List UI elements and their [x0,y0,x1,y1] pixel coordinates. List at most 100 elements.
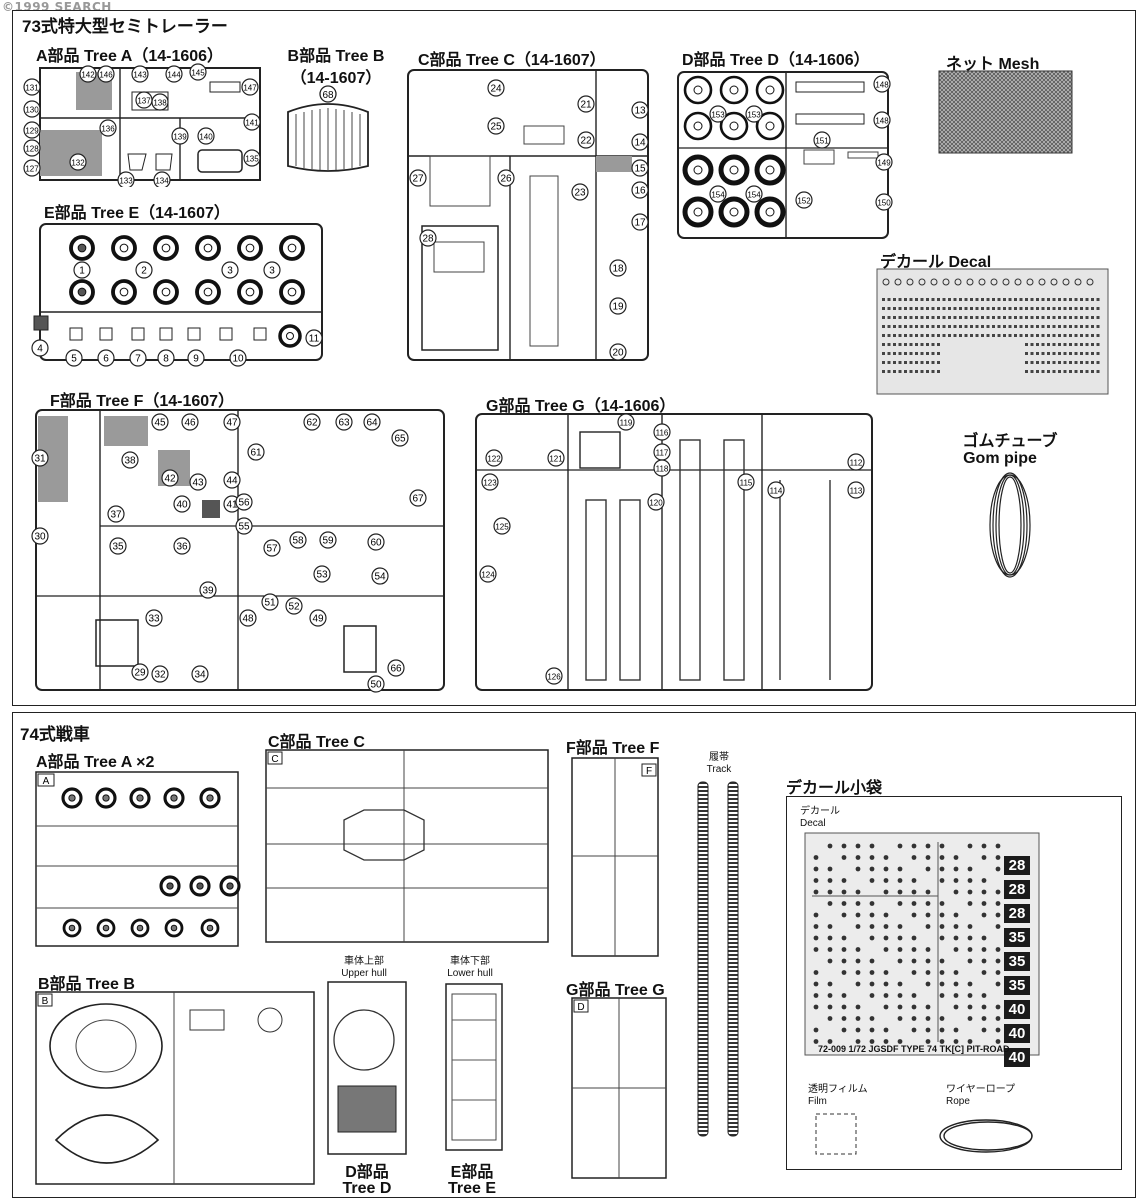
decal-mark [939,1027,945,1033]
tree-c-part-23-marker [571,183,589,201]
decal-mark [981,1016,987,1021]
decal-mark [981,912,987,918]
decal-mark [937,325,940,328]
decal-mark [883,981,889,987]
tree-f-part-62-marker [303,413,321,431]
decal-mark [1047,334,1050,337]
decal-mark [1074,307,1078,310]
decal-mark [1058,316,1061,319]
decal-mark [1041,334,1045,337]
decal-mark [1036,325,1039,328]
decal-mark [1014,316,1017,319]
decal-mark [981,970,987,975]
decal-mark [930,278,938,286]
tree-c-part-18: 18 [612,264,624,275]
tree-a-part-143: 143 [133,71,147,80]
tree-a-part-135-marker [243,149,261,167]
tree-f-part-55-marker [235,517,253,535]
tree-a-part-146: 146 [99,71,113,80]
decal-mark [1003,316,1006,319]
decal-mark [997,298,1001,301]
decal-mark [995,889,1001,895]
tree-f-part-31-marker [31,449,49,467]
decal-mark [1096,361,1100,364]
tree-f-part-37: 37 [110,510,122,521]
decal-mark [827,901,833,906]
decal-mark [939,993,945,998]
tree-a-part-138-marker [151,93,169,111]
decal-mark [939,843,945,849]
tree-a-part-147-marker [241,78,259,96]
tree-c-part-27: 27 [412,174,424,185]
tree-g-part-116-marker [653,423,671,441]
tree-e-part-4: 4 [37,344,43,355]
decal-mark [937,334,940,337]
decal-mark [1063,361,1067,364]
tree-a-part-140-marker [197,127,215,145]
tree-a-part-128-marker [23,139,41,157]
tree-c-part-17: 17 [634,218,646,229]
wheel-hub [136,924,144,932]
upper-hull-label-en: Upper hull [341,968,387,979]
mesh-label: ネット Mesh [946,56,1040,73]
decal-mark [948,298,951,301]
decal-mark [897,958,903,964]
tank-tree-b-sprue: B [35,991,315,1185]
decal-mark [1080,307,1083,310]
decal-mark [1030,370,1034,373]
tree-a-part-129-marker [23,121,41,139]
decal-mark [1063,298,1067,301]
tree-d-wheel-hub [693,165,703,175]
decal-mark [882,370,885,373]
decal-mark [975,298,979,301]
tree-e-part-10: 10 [232,354,244,365]
decal-mark [997,316,1001,319]
tree-b-sprue: 68 [287,85,369,172]
decal-mark [869,1027,875,1033]
decal-mark [967,958,973,964]
tree-f-part-54-marker [371,567,389,585]
tree-f-part-51: 51 [264,598,276,609]
tank-tree-f-label: F部品 Tree F [566,740,660,757]
decal-mark [970,298,973,301]
decal-mark [1036,343,1039,346]
tree-f-part-57: 57 [266,544,278,555]
decal-mark [1041,343,1045,346]
decal-mark [827,958,833,964]
decal-mark [1069,334,1072,337]
tree-c-part-13: 13 [634,106,646,117]
decal-mark [975,316,979,319]
decal-mark [1091,334,1094,337]
decal-mark [931,361,935,364]
decal-mark [986,316,990,319]
decal-mark [813,1027,819,1033]
decal-mark [887,343,891,346]
decal-mark [841,901,847,906]
tree-f-part-44-marker [223,471,241,489]
tree-c-part-28-marker [419,229,437,247]
tree-f-part-37-marker [107,505,125,523]
decal-mark [920,370,924,373]
decal-mark [1030,361,1034,364]
tree-f-part-53-marker [313,565,331,583]
tree-f-part-54: 54 [374,572,386,583]
tree-f-part-30-marker [31,527,49,545]
decal-mark [1058,370,1061,373]
decal-mark [925,958,931,964]
tree-d-wheel-hub [729,121,739,131]
decal-mark [909,343,913,346]
tree-f-part-51-marker [261,593,279,611]
tree-g-part-119: 119 [620,419,633,428]
tree-g-part-122-marker [485,449,503,467]
tree-f-part-63: 63 [338,418,350,429]
decal-mark [926,307,929,310]
decal-mark [1091,343,1094,346]
wheel-hub [203,243,213,253]
tree-f-part-35-marker [109,537,127,555]
wheel-hub [245,243,255,253]
tree-f-part-49-marker [309,609,327,627]
decal-mark [897,1004,903,1010]
tree-d-wheel-hub [693,207,703,217]
decal-mark [904,298,907,301]
tree-e-small-part [131,327,145,341]
